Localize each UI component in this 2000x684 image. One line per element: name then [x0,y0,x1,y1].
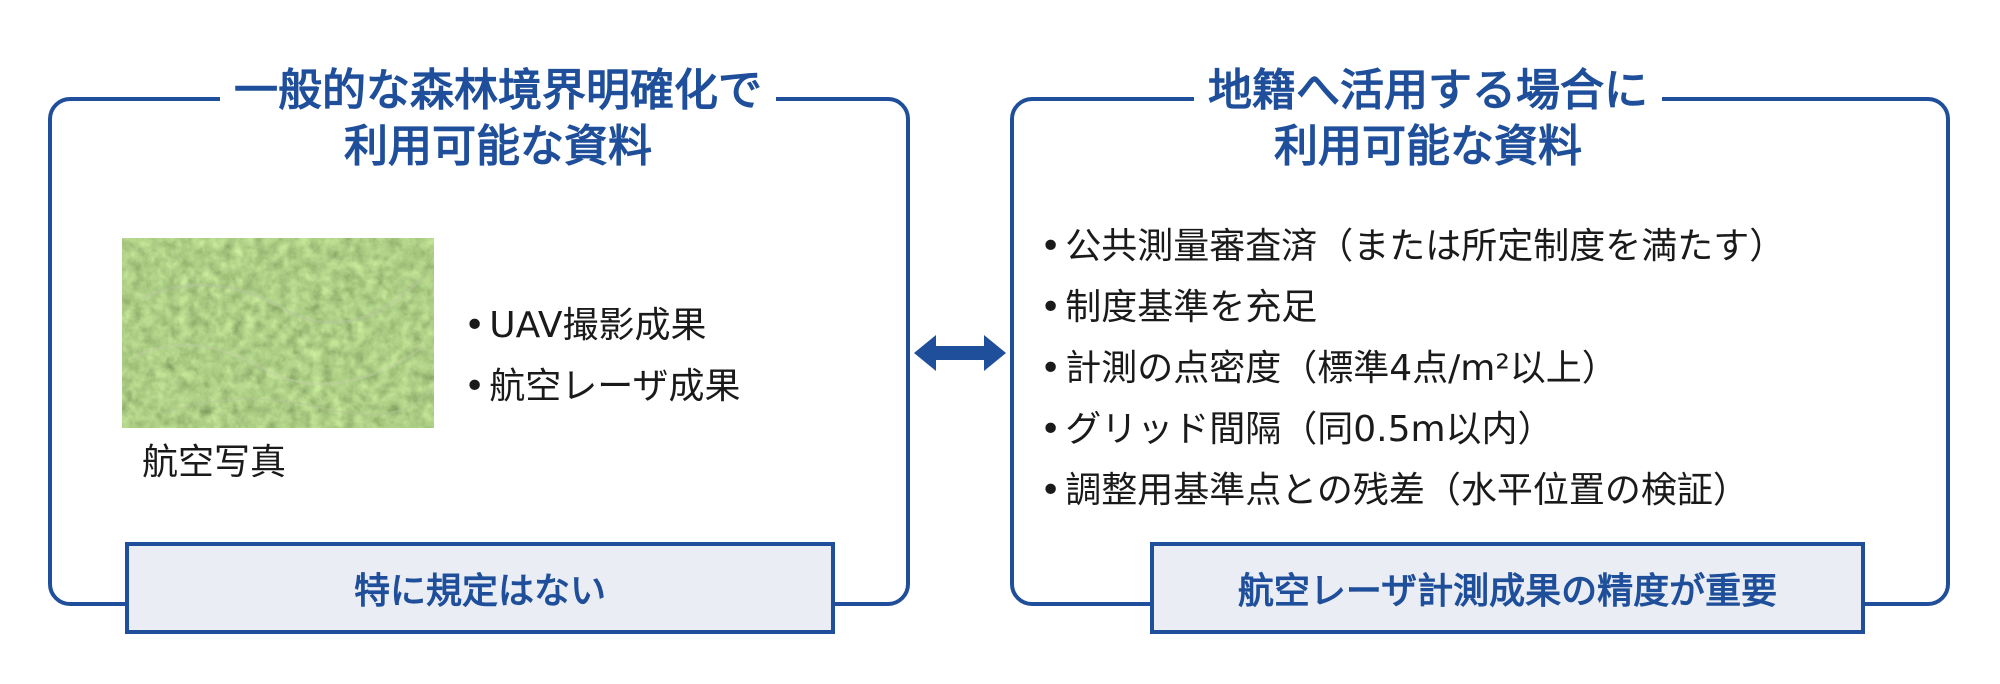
photo-caption: 航空写真 [142,442,287,483]
left-title-line-1: 一般的な森林境界明確化で [234,65,762,116]
right-bullet-item: グリッド間隔（同0.5m以内） [1040,399,1785,460]
left-bullet-item: UAV撮影成果 [464,295,741,356]
left-footer-box: 特に規定はない [125,542,835,634]
left-bullet-item: 航空レーザ成果 [464,356,740,417]
left-title-line-2: 利用可能な資料 [344,121,652,172]
right-title-line-2: 利用可能な資料 [1274,121,1582,172]
double-arrow-icon [914,335,1006,371]
right-bullet-item: 制度基準を充足 [1040,277,1785,338]
right-panel: 地籍へ活用する場合に 利用可能な資料 公共測量審査済（または所定制度を満たす） … [1010,63,1950,606]
right-footer-box: 航空レーザ計測成果の精度が重要 [1150,542,1865,634]
right-bullet-list: 公共測量審査済（または所定制度を満たす） 制度基準を充足 計測の点密度（標準4点… [1040,216,1785,521]
aerial-photo [122,238,434,428]
left-bullet-list: UAV撮影成果 航空レーザ成果 [464,295,741,417]
right-bullet-item: 計測の点密度（標準4点/m²以上） [1040,338,1785,399]
right-bullet-item: 公共測量審査済（または所定制度を満たす） [1040,216,1785,277]
right-bullet-item: 調整用基準点との残差（水平位置の検証） [1040,460,1785,521]
right-panel-title: 地籍へ活用する場合に 利用可能な資料 [1194,63,1662,175]
left-panel-title: 一般的な森林境界明確化で 利用可能な資料 [220,63,776,175]
right-title-line-1: 地籍へ活用する場合に [1208,65,1648,116]
left-panel: 一般的な森林境界明確化で 利用可能な資料 航空写真 UAV撮影成果 航空レーザ成… [48,63,910,606]
